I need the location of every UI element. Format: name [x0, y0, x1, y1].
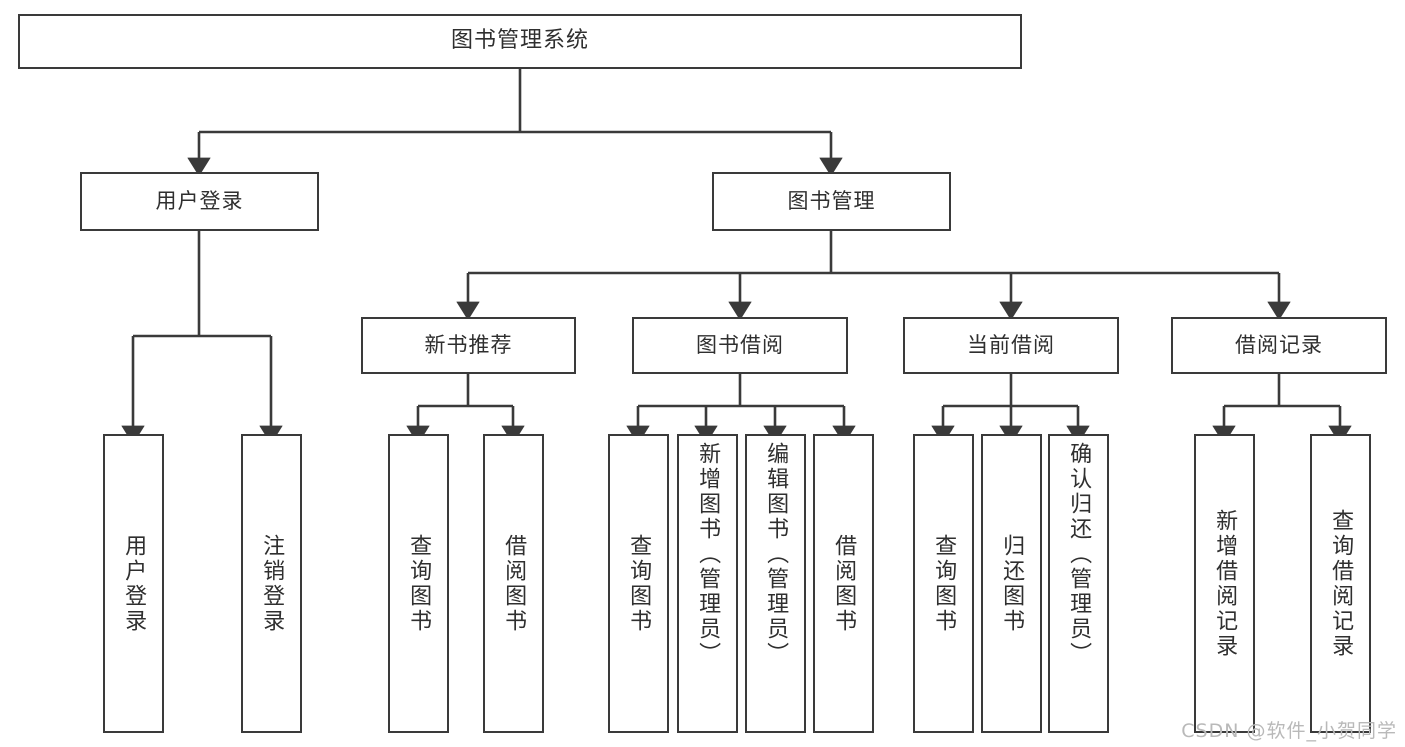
- node-new-book-recommend[interactable]: 新书推荐: [361, 317, 576, 374]
- leaf-query-book-1[interactable]: 查询图书: [388, 434, 449, 733]
- leaf-label: 编辑图书（管理员）: [763, 442, 789, 667]
- node-book-manage[interactable]: 图书管理: [712, 172, 951, 231]
- node-label: 当前借阅: [967, 332, 1055, 357]
- leaf-borrow-book-2[interactable]: 借阅图书: [813, 434, 874, 733]
- leaf-label: 归还图书: [999, 533, 1025, 634]
- node-label: 新书推荐: [424, 332, 513, 357]
- leaf-label: 确认归还（管理员）: [1066, 442, 1092, 667]
- leaf-query-book-2[interactable]: 查询图书: [608, 434, 669, 733]
- leaf-label: 查询图书: [406, 533, 432, 634]
- node-label: 用户登录: [155, 188, 244, 213]
- leaf-borrow-book-1[interactable]: 借阅图书: [483, 434, 544, 733]
- leaf-return-book[interactable]: 归还图书: [981, 434, 1042, 733]
- leaf-query-borrow-record[interactable]: 查询借阅记录: [1310, 434, 1371, 733]
- leaf-edit-book-admin[interactable]: 编辑图书（管理员）: [745, 434, 806, 733]
- leaf-add-borrow-record[interactable]: 新增借阅记录: [1194, 434, 1255, 733]
- leaf-label: 查询图书: [931, 533, 957, 634]
- node-label: 借阅记录: [1235, 332, 1323, 357]
- leaf-label: 查询借阅记录: [1328, 508, 1354, 659]
- node-label: 图书管理: [787, 188, 876, 213]
- node-label: 图书借阅: [696, 332, 784, 357]
- leaf-label: 新增借阅记录: [1212, 508, 1238, 659]
- leaf-label: 新增图书（管理员）: [695, 442, 721, 667]
- node-user-login[interactable]: 用户登录: [80, 172, 319, 231]
- leaf-label: 借阅图书: [501, 533, 527, 634]
- leaf-logout-login[interactable]: 注销登录: [241, 434, 302, 733]
- leaf-label: 用户登录: [121, 533, 147, 634]
- node-current-borrow[interactable]: 当前借阅: [903, 317, 1119, 374]
- leaf-label: 查询图书: [626, 533, 652, 634]
- node-root-book-management-system[interactable]: 图书管理系统: [18, 14, 1022, 69]
- leaf-label: 借阅图书: [831, 533, 857, 634]
- leaf-user-login[interactable]: 用户登录: [103, 434, 164, 733]
- node-label: 图书管理系统: [450, 28, 589, 54]
- leaf-add-book-admin[interactable]: 新增图书（管理员）: [677, 434, 738, 733]
- leaf-confirm-return-admin[interactable]: 确认归还（管理员）: [1048, 434, 1109, 733]
- leaf-label: 注销登录: [259, 533, 285, 634]
- node-book-borrow[interactable]: 图书借阅: [632, 317, 848, 374]
- csdn-watermark: CSDN @软件_小贺同学: [1181, 720, 1397, 742]
- leaf-query-book-3[interactable]: 查询图书: [913, 434, 974, 733]
- node-borrow-record[interactable]: 借阅记录: [1171, 317, 1387, 374]
